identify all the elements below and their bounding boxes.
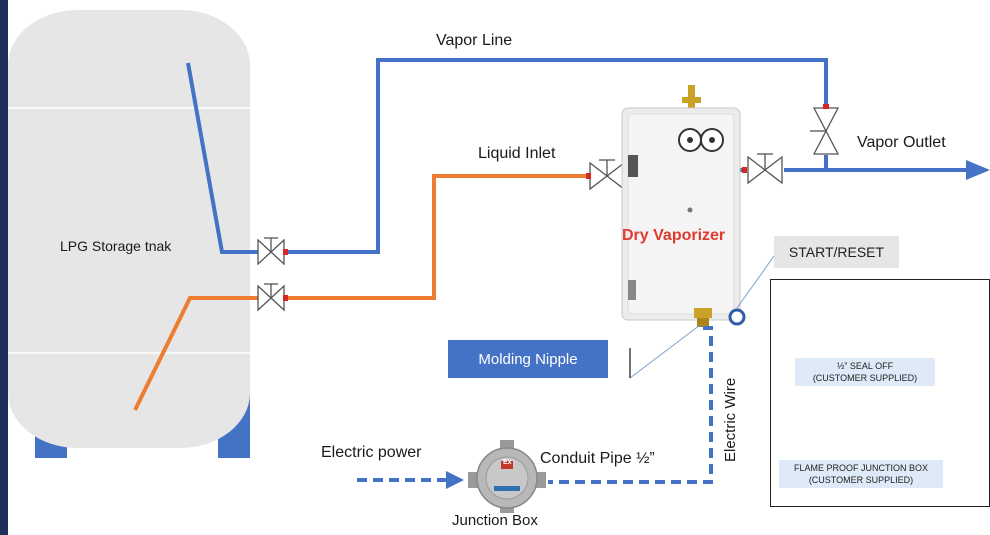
electric-power-arrow [446, 471, 464, 489]
molding-nipple-label: Molding Nipple [448, 340, 608, 378]
tank-label: LPG Storage tnak [60, 238, 172, 254]
liquid-inlet-pipe [284, 174, 590, 300]
dry-vaporizer-label: Dry Vaporizer [622, 227, 726, 244]
electric-wire-conduit [548, 326, 713, 484]
left-border [0, 0, 8, 535]
electric-power-label: Electric power [321, 444, 422, 461]
lpg-storage-tank [8, 10, 250, 448]
liquid-inlet-label: Liquid Inlet [478, 145, 556, 162]
seal-off-inset-panel: ½” SEAL OFF (CUSTOMER SUPPLIED) FLAME PR… [770, 279, 990, 507]
dry-vaporizer-unit [621, 85, 741, 327]
junction-box-icon [468, 440, 546, 513]
start-reset-pointer [736, 255, 775, 309]
conduit-pipe-label: Conduit Pipe ½” [540, 450, 655, 467]
vapor-line-label: Vapor Line [436, 32, 513, 49]
junction-box-label: Junction Box [452, 512, 538, 529]
vapor-outlet-arrow [966, 160, 990, 180]
flame-proof-junction-label: FLAME PROOF JUNCTION BOX (CUSTOMER SUPPL… [779, 460, 943, 488]
vapor-line-pipe [284, 58, 828, 254]
vapor-dip-pipe [186, 62, 258, 254]
start-reset-button-icon [728, 308, 746, 326]
molding-nipple-pointer [629, 324, 701, 379]
seal-off-label: ½” SEAL OFF (CUSTOMER SUPPLIED) [795, 358, 935, 386]
vapor-outlet-label: Vapor Outlet [857, 134, 946, 151]
liquid-inlet-valve-icon [586, 159, 625, 191]
vapor-line-valve-icon [810, 104, 840, 155]
junction-box-badge: Ex [503, 459, 512, 466]
electric-wire-label: Electric Wire [722, 377, 739, 462]
vaporizer-outlet-valve-icon [742, 153, 783, 185]
start-reset-label: START/RESET [774, 236, 899, 268]
tank-liquid-valve-icon [257, 283, 288, 312]
tank-vapor-valve-icon [257, 237, 288, 266]
liquid-dip-pipe [133, 296, 258, 411]
